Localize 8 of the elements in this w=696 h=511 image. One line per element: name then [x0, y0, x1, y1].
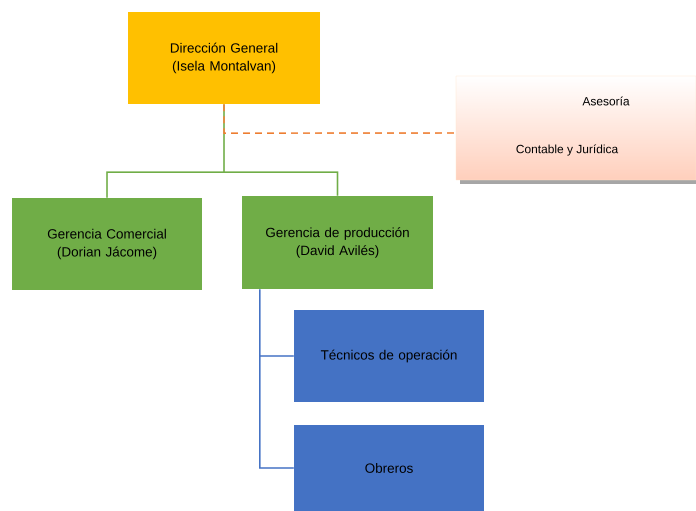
org-box: Dirección General (Isela Montalvan) — [128, 12, 320, 104]
org-box: Técnicos de operación — [294, 310, 484, 402]
org-box: Gerencia de producción (David Avilés) — [242, 196, 433, 289]
org-box: Gerencia Comercial (Dorian Jácome) — [12, 198, 202, 290]
org-box: Obreros — [294, 425, 484, 511]
connector-line — [223, 104, 456, 134]
advisory-box: Asesoría Contable y Jurídica — [456, 76, 696, 184]
connector-line — [259, 288, 295, 469]
